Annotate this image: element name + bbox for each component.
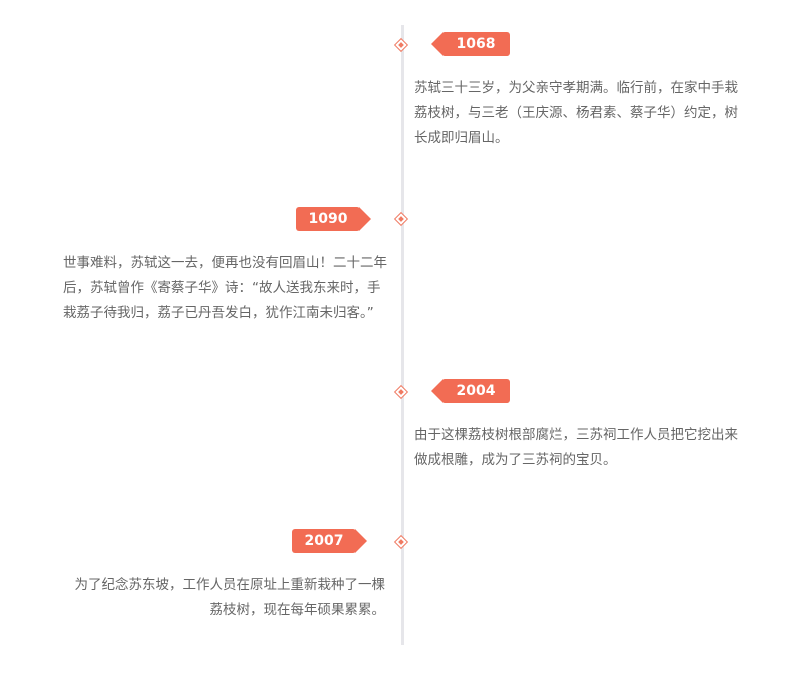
year-tag: 1090年: [296, 207, 371, 251]
diamond-marker-icon: [393, 534, 409, 550]
year-tag: 1068年: [431, 32, 510, 76]
diamond-marker-icon: [393, 384, 409, 400]
year-tag: 2007年: [292, 529, 367, 573]
event-text: 为了纪念苏东坡，工作人员在原址上重新栽种了一棵荔枝树，现在每年硕果累累。: [74, 577, 386, 618]
event-text: 苏轼三十三岁，为父亲守孝期满。临行前，在家中手栽荔枝树，与三老（王庆源、杨君素、…: [414, 80, 738, 146]
year-tag: 2004年: [431, 379, 510, 423]
timeline-axis: [401, 25, 404, 645]
diamond-marker-icon: [393, 37, 409, 53]
event-text: 世事难料，苏轼这一去，便再也没有回眉山！二十二年后，苏轼曾作《寄蔡子华》诗：“故…: [63, 255, 387, 321]
diamond-marker-icon: [393, 211, 409, 227]
event-text: 由于这棵荔枝树根部腐烂，三苏祠工作人员把它挖出来做成根雕，成为了三苏祠的宝贝。: [414, 427, 738, 468]
